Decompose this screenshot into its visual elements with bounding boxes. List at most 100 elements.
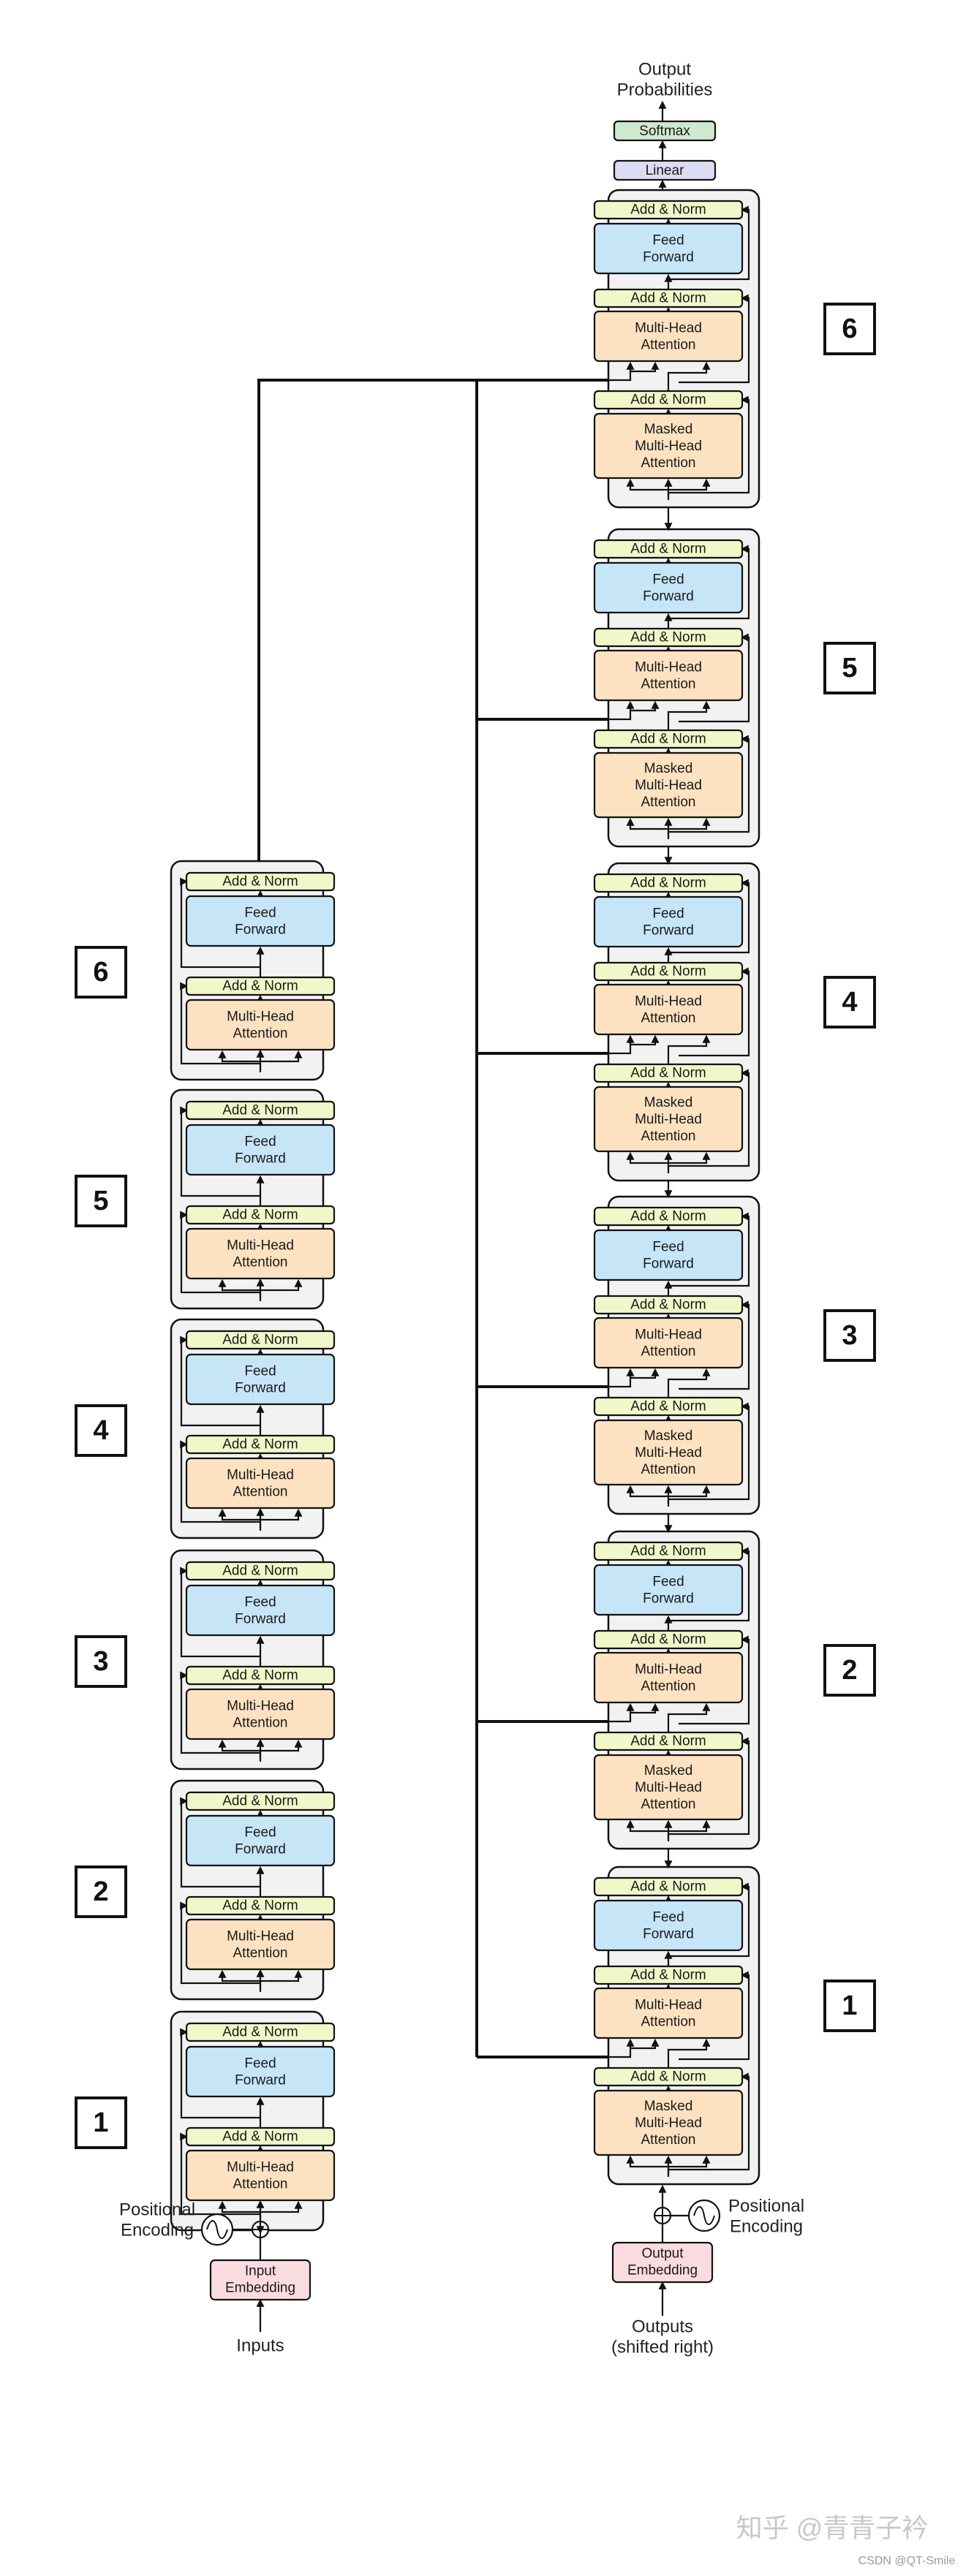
decoder-layer-4-masked-multi-head-attention-label-line-1: Masked [644,1095,693,1110]
encoder-layer-number-1: 1 [75,2096,127,2149]
decoder-layer-1-feed-forward-label-line-1: Feed [652,1910,684,1925]
decoder-layer-4-feed-forward-box [593,895,744,948]
decoder-layer-number-2: 2 [823,1644,876,1697]
decoder-layer-1-add-norm-2-label: Add & Norm [630,1968,706,1983]
decoder-layer-4-add-norm-1-label: Add & Norm [630,1066,706,1081]
decoder-layer-6-add-norm-1-label: Add & Norm [630,393,706,408]
encoder-layer-2-qk-k [260,1969,303,1982]
decoder-layer-1-masked-multi-head-attention-label-line-1: Masked [644,2099,693,2114]
decoder-layer-4-multi-head-attention-label-line-2: Attention [641,1011,696,1026]
decoder-layer-3-mask-k [668,1485,711,1498]
decoder-layer-number-1-frame [823,1980,876,2032]
decoder-layer-number-6: 6 [823,303,876,355]
encoder-layer-1-feed-forward-label-line-2: Forward [235,2073,286,2088]
decoder-layer-3-add-norm-3-label: Add & Norm [630,1209,706,1224]
encoder-layer-3-multi-head-attention-label-line-2: Attention [233,1716,288,1731]
linear-box [613,159,717,181]
encoder-layer-6-add-norm-2-label: Add & Norm [222,874,298,890]
encoder-layer-6-add-norm-1-box [185,976,336,996]
encoder-layer-3-add-norm-1-box [185,1665,336,1686]
decoder-layer-6-multi-head-attention-label-line-2: Attention [641,338,696,353]
decoder-layer-4-masked-multi-head-attention-label-line-2: Multi-Head [635,1112,702,1127]
decoder-layer-3-cross-v [630,1368,660,1379]
encoder-layer-3-feed-forward-label-line-2: Forward [235,1612,286,1627]
decoder-layer-4-mask-q [626,1151,668,1164]
decoder-layer-4-mask-k [668,1151,711,1164]
encoder-layer-number-6-number: 6 [93,957,108,988]
decoder-layer-number-3: 3 [823,1309,876,1362]
encoder-layer-1-multi-head-attention-label-line-2: Attention [233,2177,288,2192]
decoder-layer-5-masked-multi-head-attention-box [593,751,744,819]
encoder-positional-wave-wave [206,2220,228,2239]
decoder-layer-3-add-norm-1-box [593,1396,744,1417]
decoder-layer-4-masked-multi-head-attention-label-line-3: Attention [641,1129,696,1144]
decoder-layer-5-masked-multi-head-attention-label-line-1: Masked [644,761,693,776]
encoder-layer-1-multi-head-attention-box [185,2149,336,2202]
encoder-layer-5-residual-2 [180,1106,260,1197]
encoder-layer-4-feed-forward-box [185,1353,336,1406]
encoder-layer-number-5: 5 [75,1175,127,1227]
decoder-layer-1-masked-multi-head-attention-box [593,2089,744,2156]
decoder-layer-3-add-norm-1: Add & Norm [593,1396,744,1417]
decoder-layer-4-add-norm-3-label: Add & Norm [630,876,706,891]
outputs-label-line-2: (shifted right) [611,2337,714,2357]
encoder-layer-3-multi-head-attention-label-line-1: Multi-Head [227,1699,294,1714]
encoder-layer-3-qk-k [260,1739,303,1752]
cross-attention-connectors [257,379,608,2058]
decoder-layer-6-masked-multi-head-attention-label-line-1: Masked [644,422,693,437]
encoder-layer-5-multi-head-attention-label-line-1: Multi-Head [227,1238,294,1254]
decoder-layer-1-flow-an1 [667,2038,711,2068]
encoder-layer-4-qk-q [218,1508,260,1521]
decoder-layer-number-4: 4 [823,976,876,1028]
decoder-layer-3-add-norm-3-box [593,1206,744,1227]
decoder-layer-6-cross-k [608,361,635,382]
encoder-layer-6-add-norm-2-box [185,871,336,892]
decoder-layer-4-residual-2 [679,967,750,1057]
decoder-layer-6-mask-q [626,478,668,491]
decoder-layer-5-masked-multi-head-attention-label-line-2: Multi-Head [635,778,702,793]
encoder-layer-4-residual-2 [180,1336,260,1427]
encoder-layer-6-multi-head-attention-label-line-2: Attention [233,1026,288,1042]
decoder-layer-5-add-norm-2-label: Add & Norm [630,630,706,645]
encoder-layer-1-add-norm-1-box [185,2126,336,2147]
encoder-layer-2-add-norm-1-box [185,1895,336,1916]
decoder-layer-2-add-norm-2: Add & Norm [593,1629,744,1650]
encoder-layer-1-qk-k [260,2200,303,2213]
encoder-layer-2-feed-forward-box [185,1814,336,1867]
decoder-layer-3-flow-an1 [667,1368,711,1398]
decoder-layer-6-add-norm-2: Add & Norm [593,288,744,308]
decoder-layer-number-4-frame [823,976,876,1028]
decoder-layer-6-add-norm-1: Add & Norm [593,390,744,410]
decoder-layer-1-multi-head-attention-label-line-1: Multi-Head [635,1998,702,2013]
decoder-layer-4-feed-forward-label-line-1: Feed [652,906,684,922]
encoder-layer-1-feed-forward-label-line-1: Feed [244,2056,276,2072]
encoder-layer-number-2-number: 2 [93,1876,108,1907]
encoder-layer-3-multi-head-attention-box [185,1688,336,1740]
decoder-layer-6-feed-forward-box [593,222,744,275]
decoder-layer-2-multi-head-attention-label-line-2: Attention [641,1679,696,1694]
outputs-label-line-1: Outputs [632,2316,693,2336]
decoder-layer-3-add-norm-2-label: Add & Norm [630,1298,706,1313]
encoder-layer-5-add-norm-1: Add & Norm [185,1205,336,1225]
decoder-layer-2-masked-multi-head-attention-label-line-2: Multi-Head [635,1780,702,1795]
decoder-layer-2-residual-3 [668,1547,750,1622]
